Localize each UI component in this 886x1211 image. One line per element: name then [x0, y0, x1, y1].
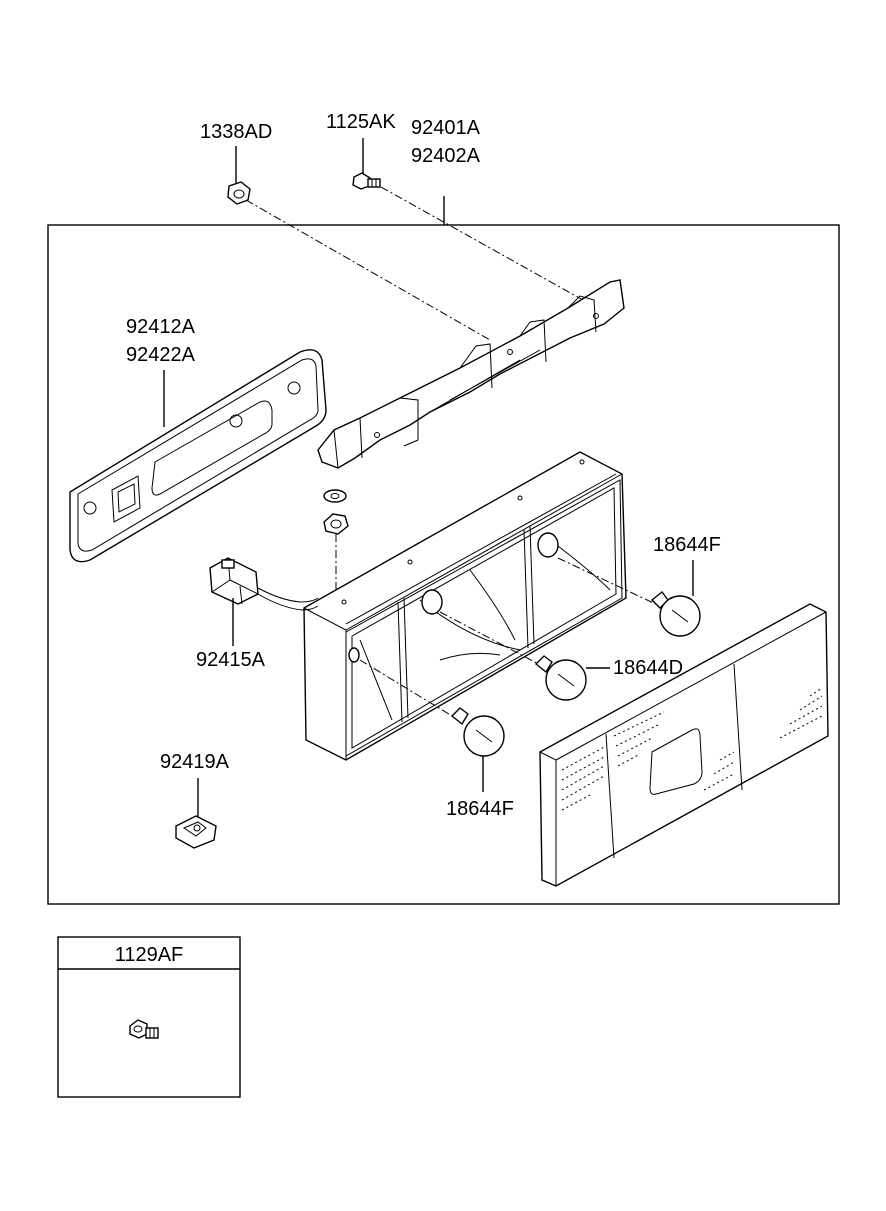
bulb-icon [450, 707, 505, 757]
bulb-icon [534, 655, 587, 701]
dash-line-bolt [380, 186, 584, 301]
bolt-icon [352, 172, 381, 190]
clip-icon [175, 815, 217, 849]
label-18644F-lower: 18644F [446, 798, 514, 820]
label-92422A: 92422A [126, 344, 196, 366]
dash-line-bulb-lower [359, 659, 463, 723]
lamp-lens [539, 603, 829, 887]
label-92419A: 92419A [160, 751, 230, 773]
wiring-connector [209, 557, 319, 611]
label-18644F-upper: 18644F [653, 534, 721, 556]
mounting-bracket [317, 279, 625, 469]
dash-line-nut [245, 199, 491, 341]
lamp-housing [303, 451, 627, 761]
label-1125AK: 1125AK [326, 111, 396, 133]
bulb-icon [650, 591, 701, 637]
label-1129AF: 1129AF [115, 944, 184, 966]
label-18644D: 18644D [613, 657, 683, 679]
label-92401A: 92401A [411, 117, 481, 139]
label-92415A: 92415A [196, 649, 266, 671]
label-92402A: 92402A [411, 145, 481, 167]
gasket [69, 349, 327, 563]
hex-nut-icon [227, 181, 251, 205]
washer-icon [323, 489, 347, 503]
inset-box [57, 936, 241, 1098]
dash-line-bulb-mid [439, 611, 551, 671]
label-1338AD: 1338AD [200, 121, 272, 143]
screw-icon [129, 1019, 159, 1039]
label-92412A: 92412A [126, 316, 196, 338]
dash-line-bulb-upper [557, 557, 665, 609]
nut-icon [323, 513, 349, 535]
